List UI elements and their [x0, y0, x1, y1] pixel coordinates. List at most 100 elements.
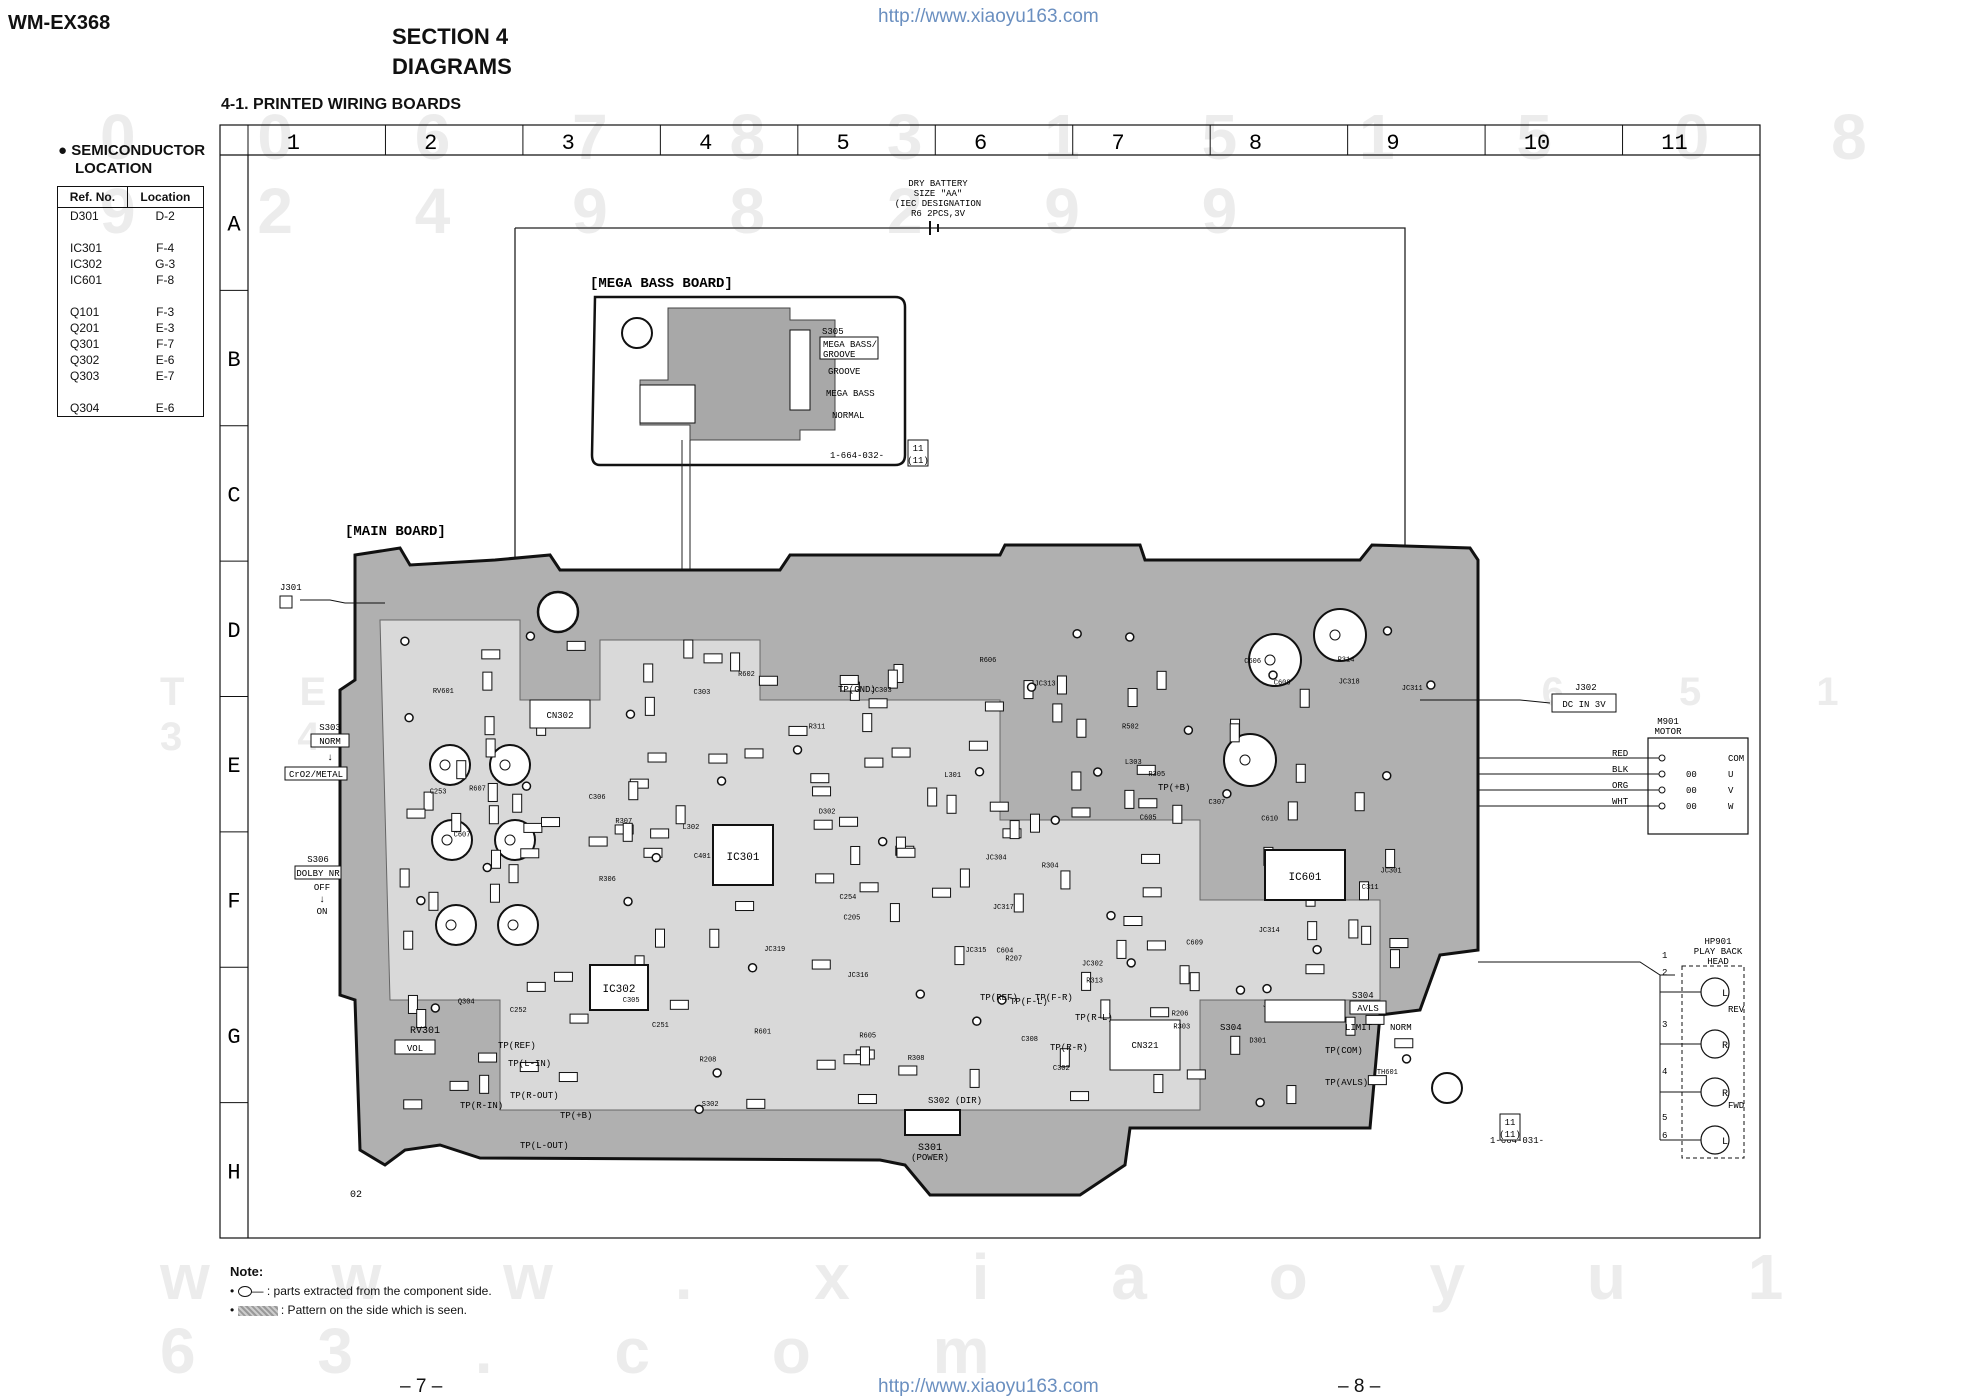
column-label-5: 5	[837, 131, 850, 156]
chip-component-icon	[512, 793, 523, 813]
chip-component-icon	[487, 782, 498, 802]
solder-pad-icon	[1026, 682, 1037, 692]
motor-wire-color: RED	[1612, 749, 1628, 759]
cn302-label: CN302	[546, 711, 573, 721]
component-label: C401	[694, 853, 711, 861]
ic301-body	[712, 824, 774, 886]
column-label-7: 7	[1111, 131, 1124, 156]
mega-bass-label: MEGA BASS	[826, 389, 875, 399]
row-label-H: H	[227, 1160, 240, 1185]
section-number: SECTION 4	[392, 24, 509, 49]
test-point-label: TP(R-IN)	[460, 1101, 503, 1111]
head-channel-letter: L	[1722, 989, 1728, 1000]
component-label: JC318	[1339, 679, 1360, 687]
chip-component-icon	[484, 716, 495, 736]
capacitor-lead-icon	[499, 759, 511, 771]
capacitor-lead-icon	[507, 919, 519, 931]
j302-wire	[1420, 699, 1551, 704]
chip-component-icon	[1172, 804, 1183, 824]
test-point-label: TP(AVLS)	[1325, 1078, 1368, 1088]
chip-component-icon	[644, 696, 655, 716]
note-1: • — : parts extracted from the component…	[230, 1284, 492, 1298]
s303-metal: CrO2/METAL	[289, 770, 343, 780]
chip-component-icon	[523, 822, 543, 833]
solder-pad-icon	[1222, 789, 1232, 799]
chip-component-icon	[927, 787, 938, 807]
battery-label-3: (IEC DESIGNATION	[895, 199, 981, 209]
component-label: R208	[700, 1057, 717, 1065]
row-label-F: F	[227, 890, 240, 915]
component-label: R602	[738, 671, 755, 679]
solder-pad-icon	[525, 631, 536, 641]
hp901-ref: HP901	[1704, 937, 1731, 947]
component-label: R607	[469, 786, 486, 794]
motor-pin-label: W	[1728, 802, 1734, 812]
solder-pad-icon	[1235, 985, 1246, 995]
chip-component-icon	[526, 981, 546, 992]
chip-component-icon	[403, 1099, 423, 1110]
section-title: DIAGRAMS	[392, 54, 512, 79]
location-cell: E-6	[155, 353, 175, 367]
head-pin-number: 5	[1662, 1113, 1667, 1123]
component-label: R304	[1042, 863, 1059, 871]
row-label-E: E	[227, 754, 240, 779]
chip-component-icon	[1013, 893, 1024, 913]
component-label: JC303	[871, 687, 892, 695]
mounting-hole-icon	[621, 317, 653, 349]
chip-component-icon	[887, 669, 898, 689]
component-label: C610	[1261, 816, 1278, 824]
chip-component-icon	[1124, 789, 1135, 809]
semiconductor-location-title: ● SEMICONDUCTOR LOCATION	[58, 142, 205, 178]
chip-component-icon	[746, 1098, 766, 1109]
component-label: C605	[1140, 815, 1157, 823]
source-url-bottom[interactable]: http://www.xiaoyu163.com	[878, 1376, 1099, 1397]
component-label: JC311	[1402, 685, 1423, 693]
rev-label: REV	[1728, 1005, 1745, 1015]
s301-power: (POWER)	[911, 1153, 949, 1163]
component-label: L303	[1125, 759, 1142, 767]
capacitor-lead-icon	[1329, 629, 1341, 641]
column-label-10: 10	[1524, 131, 1550, 156]
battery-label-4: R6 2PCS,3V	[911, 209, 966, 219]
chip-component-icon	[984, 701, 1004, 712]
chip-component-icon	[1070, 1091, 1090, 1102]
solder-pad-icon	[972, 1016, 982, 1026]
chip-component-icon	[1287, 801, 1298, 821]
chip-component-icon	[481, 649, 501, 660]
chip-component-icon	[1136, 764, 1156, 775]
solder-pad-icon	[1072, 628, 1082, 639]
coil-icon: 00	[1686, 770, 1697, 780]
chip-component-icon	[1305, 964, 1325, 975]
component-label: R605	[859, 1033, 876, 1041]
m901-ref: M901	[1657, 717, 1679, 727]
solder-pad-icon	[694, 1104, 704, 1115]
title-line1: SEMICONDUCTOR	[71, 142, 206, 159]
head-channel-letter: R	[1722, 1041, 1728, 1052]
source-url-top[interactable]: http://www.xiaoyu163.com	[878, 6, 1099, 27]
head-label-2: HEAD	[1707, 957, 1729, 967]
s305-switch-body	[789, 329, 811, 411]
chip-component-icon	[479, 1074, 490, 1094]
motor-pin-label: V	[1728, 786, 1734, 796]
location-row: Q302 E-6	[58, 352, 204, 368]
solder-pad-icon	[1268, 670, 1278, 680]
motor-pin-label: U	[1728, 770, 1733, 780]
ref-cell: Q302	[70, 353, 100, 367]
ref-cell: Q301	[70, 337, 100, 351]
s301-ref: S301	[918, 1143, 942, 1154]
head-pin-number: 4	[1662, 1067, 1667, 1077]
main-rev-box	[1499, 1113, 1521, 1141]
battery-label-1: DRY BATTERY	[908, 179, 968, 189]
ref-cell: Q303	[70, 369, 100, 383]
test-point-label: TP(F-L)	[1010, 997, 1048, 1007]
chip-component-icon	[1150, 1007, 1170, 1018]
component-label: JC317	[993, 904, 1014, 912]
s306-off: OFF	[314, 883, 330, 893]
chip-component-icon	[1116, 939, 1127, 959]
chip-component-icon	[403, 930, 414, 950]
s305-label-1: MEGA BASS/	[823, 340, 877, 350]
